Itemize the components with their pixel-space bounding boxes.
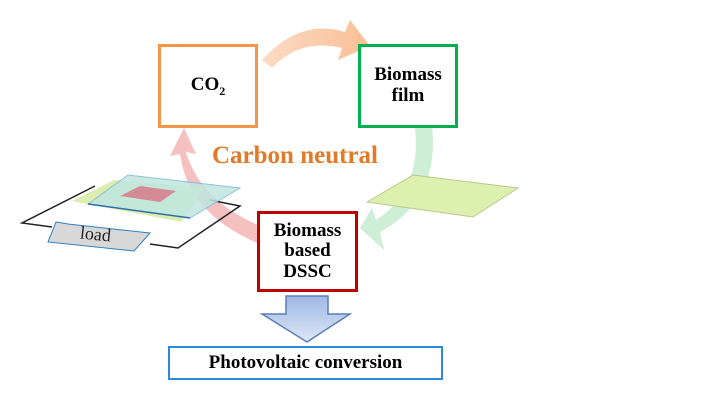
arrow-dssc-to-co2 [170, 128, 262, 245]
dssc-line2: based [284, 240, 331, 262]
carbon-neutral-label: Carbon neutral [212, 142, 378, 169]
co2-label: CO2 [190, 73, 226, 98]
arrow-film-to-dssc [360, 126, 433, 250]
biomass-film-node: Biomass film [358, 44, 458, 128]
co2-main: CO [190, 73, 220, 95]
film-line1: Biomass [374, 64, 442, 86]
co2-node: CO2 [158, 44, 258, 128]
load-box [47, 221, 152, 252]
load-label: load [79, 222, 113, 246]
dssc-device-illustration [19, 174, 242, 252]
dssc-line1: Biomass [273, 219, 342, 241]
co2-subscript: 2 [219, 83, 226, 98]
down-arrow-icon [259, 295, 353, 343]
biomass-film-sheet [365, 174, 520, 218]
photovoltaic-conversion-node: Photovoltaic conversion [168, 346, 443, 380]
dssc-node: Biomass based DSSC [257, 211, 358, 292]
arrow-co2-to-film [262, 20, 370, 68]
film-line2: film [391, 85, 425, 106]
dssc-line3: DSSC [283, 260, 332, 282]
